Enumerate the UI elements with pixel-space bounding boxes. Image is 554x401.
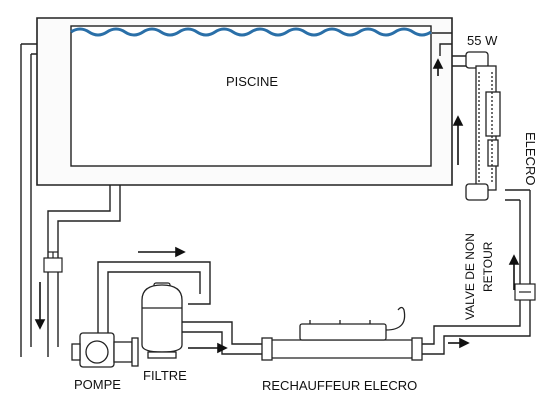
pump-label: POMPE	[74, 377, 121, 392]
pool-water-surface	[70, 27, 432, 37]
pipe-filter-to-heater	[182, 321, 270, 355]
pool: PISCINE	[36, 17, 453, 186]
pool-label: PISCINE	[226, 74, 278, 89]
filter-label: FILTRE	[143, 368, 187, 383]
arrow-icon	[432, 58, 444, 76]
arrow-icon	[448, 337, 470, 349]
arrow-icon	[188, 342, 228, 354]
check-valve-label-line1: VALVE DE NON	[463, 233, 477, 320]
heater	[261, 306, 423, 361]
pipe-riser-to-uv	[505, 189, 530, 201]
uv-power-label: 55 W	[467, 33, 498, 48]
check-valve	[514, 283, 536, 301]
pump	[71, 332, 139, 368]
check-valve-label-line2: RETOUR	[481, 241, 495, 292]
pipe-return-to-pool	[432, 32, 468, 67]
arrow-icon	[508, 254, 520, 290]
arrow-icon	[138, 246, 186, 258]
pipe-suction-left	[20, 43, 37, 357]
valve-icon	[43, 251, 63, 273]
pipe-pump-to-filter	[97, 261, 211, 333]
arrow-icon	[34, 282, 46, 330]
heater-label: RECHAUFFEUR ELECRO	[262, 378, 417, 393]
uv-unit	[465, 51, 501, 201]
flow-arrows	[34, 58, 520, 354]
uv-unit-label: ELECRO	[523, 132, 538, 185]
filter	[141, 282, 183, 359]
arrow-icon	[452, 115, 464, 165]
pool-basin	[70, 25, 432, 167]
pipe-bottom-drain	[47, 185, 121, 357]
